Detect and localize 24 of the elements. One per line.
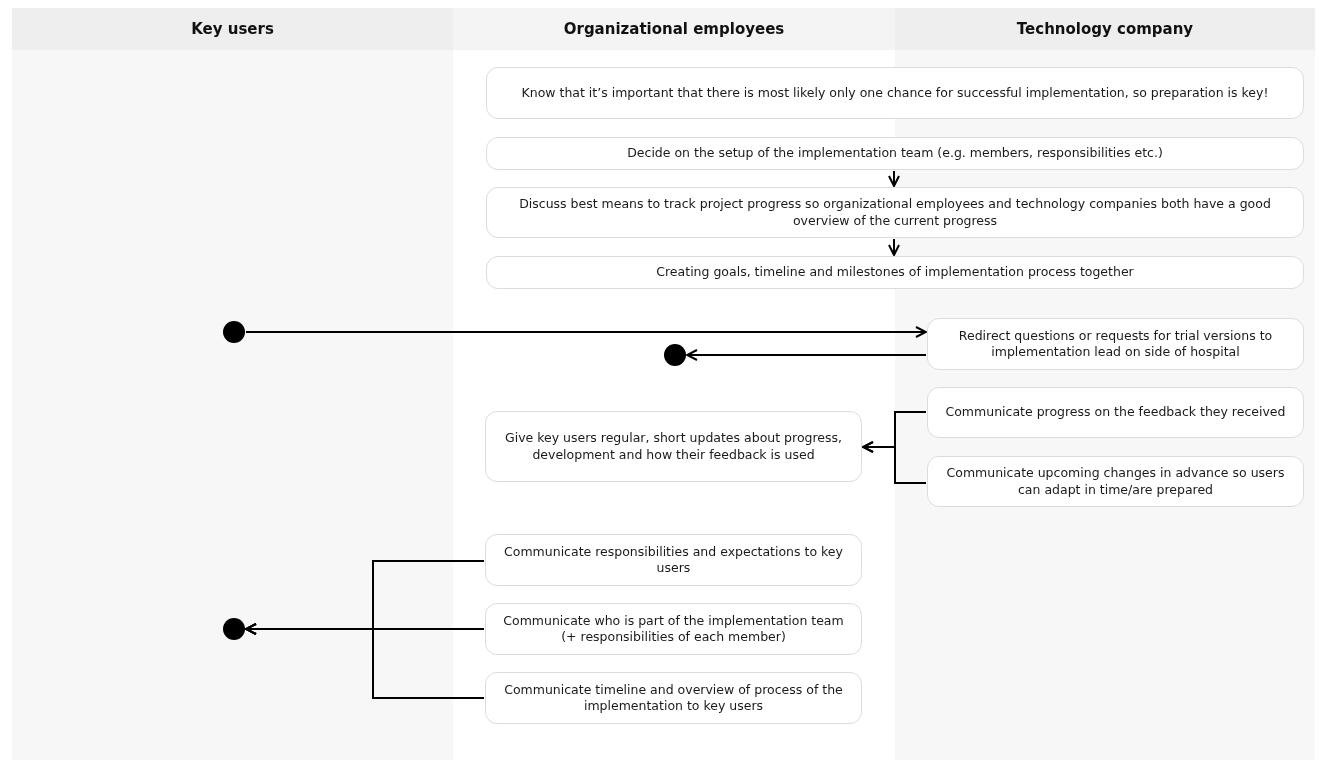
- endpoint-dot: [223, 321, 245, 343]
- process-box: Communicate progress on the feedback they received: [927, 387, 1304, 438]
- process-box: Give key users regular, short updates about progress, development and how their feedback is used: [485, 411, 862, 482]
- process-box: Redirect questions or requests for trial versions to implementation lead on side of hospital: [927, 318, 1304, 370]
- process-box: Communicate timeline and overview of process of the implementation to key users: [485, 672, 862, 724]
- process-box: Communicate responsibilities and expectations to key users: [485, 534, 862, 586]
- arrow: [686, 349, 927, 361]
- endpoint-dot: [664, 344, 686, 366]
- arrow: [888, 238, 900, 256]
- process-box: Decide on the setup of the implementation team (e.g. members, responsibilities etc.): [486, 137, 1304, 170]
- lane-header: Organizational employees: [453, 8, 895, 50]
- arrow: [862, 441, 927, 484]
- process-box: Discuss best means to track project progress so organizational employees and technology companies both have a good overview of the current progress: [486, 187, 1304, 238]
- process-box: Communicate upcoming changes in advance so users can adapt in time/are prepared: [927, 456, 1304, 507]
- process-box: Know that it’s important that there is most likely only one chance for successful implementation, so preparation is key!: [486, 67, 1304, 119]
- arrow: [888, 170, 900, 187]
- swimlane: [12, 8, 453, 760]
- arrow: [245, 326, 927, 338]
- process-box: Creating goals, timeline and milestones of implementation process together: [486, 256, 1304, 289]
- arrow: [245, 623, 485, 699]
- process-box: Communicate who is part of the implementation team (+ responsibilities of each member): [485, 603, 862, 655]
- lane-header: Key users: [12, 8, 453, 50]
- lane-header: Technology company: [895, 8, 1315, 50]
- endpoint-dot: [223, 618, 245, 640]
